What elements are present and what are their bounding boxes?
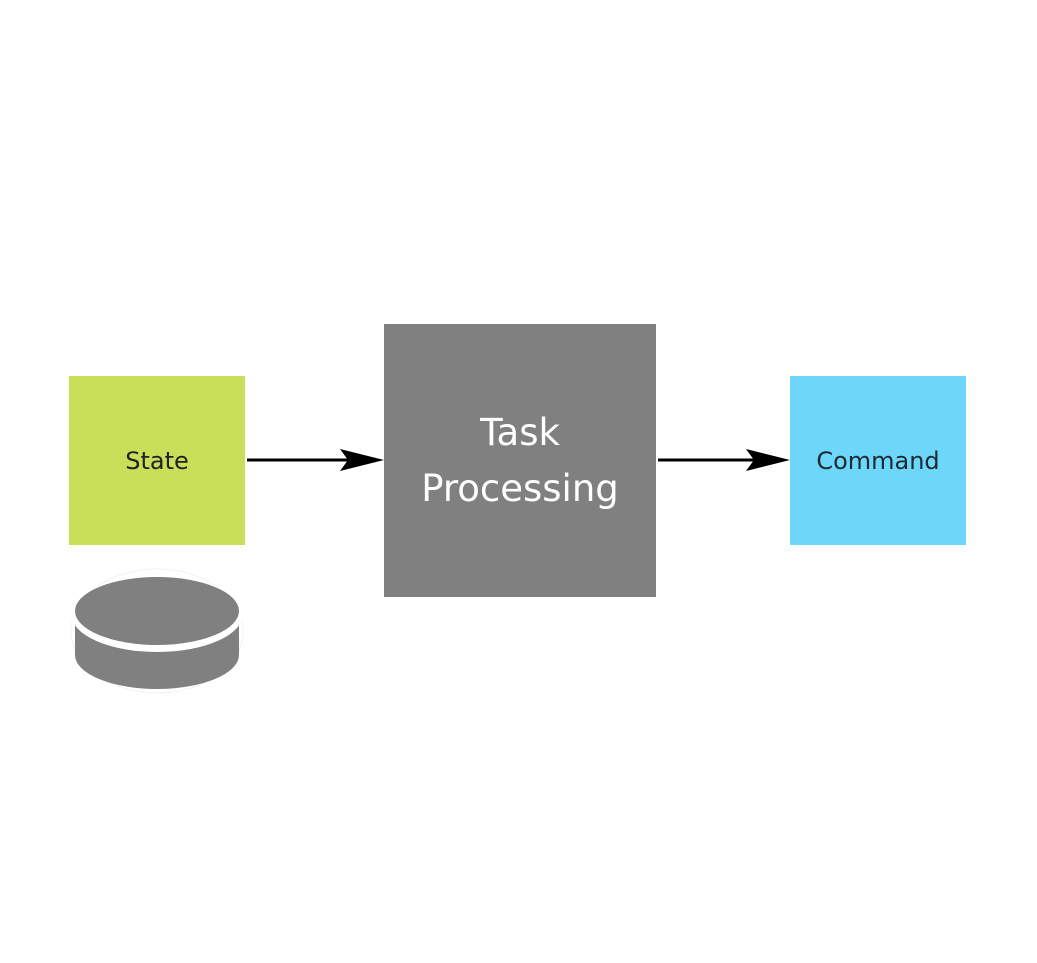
task-processing-node-label: Task Processing [421, 410, 619, 510]
state-node-label: State [125, 446, 189, 475]
command-node[interactable]: Command [790, 376, 966, 545]
edge-task-processing-to-command[interactable] [658, 449, 790, 471]
arrowhead-icon [746, 449, 790, 471]
edge-state-to-task-processing[interactable] [247, 449, 384, 471]
task-processing-node[interactable]: Task Processing [384, 324, 656, 597]
arrowhead-icon [340, 449, 384, 471]
database-icon[interactable] [70, 568, 244, 694]
command-node-label: Command [816, 446, 940, 475]
state-node[interactable]: State [69, 376, 245, 545]
